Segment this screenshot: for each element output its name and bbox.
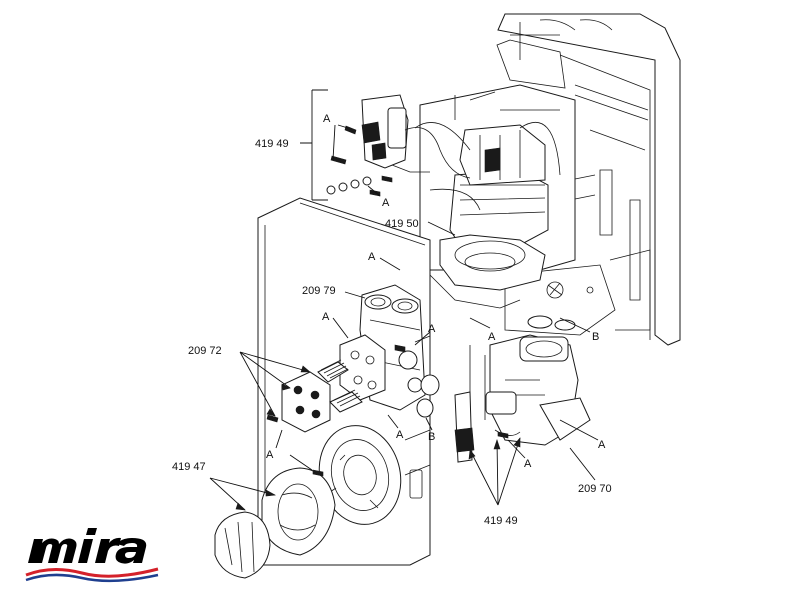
callout-a: A xyxy=(322,311,330,323)
mesh-filter-lower xyxy=(329,389,363,413)
callout-a: A xyxy=(488,331,496,343)
callout-419-49-top: 419 49 xyxy=(255,138,289,150)
callout-209-79: 209 79 xyxy=(302,285,336,297)
callout-a: A xyxy=(368,251,376,263)
callout-b: B xyxy=(592,331,599,343)
control-knob-assembly xyxy=(214,425,402,579)
callout-419-50: 419 50 xyxy=(385,218,419,230)
callout-a: A xyxy=(266,449,274,461)
callout-a: A xyxy=(428,323,436,335)
pump-motor xyxy=(414,122,561,309)
electrical-assembly xyxy=(326,94,471,197)
valve-body-assembly xyxy=(454,315,591,463)
callout-419-47: 419 47 xyxy=(172,461,206,473)
mira-logo xyxy=(25,528,159,583)
callout-a: A xyxy=(382,197,390,209)
callout-a: A xyxy=(396,429,404,441)
filter-plate-assembly xyxy=(266,334,386,433)
callout-419-49-bottom: 419 49 xyxy=(484,515,518,527)
callout-a: A xyxy=(323,113,331,125)
mesh-filter-upper xyxy=(317,359,349,383)
callout-a: A xyxy=(524,458,532,470)
callout-209-72: 209 72 xyxy=(188,345,222,357)
callout-209-70: 209 70 xyxy=(578,483,612,495)
callout-b: B xyxy=(428,431,435,443)
callout-a: A xyxy=(598,439,606,451)
leader-lines xyxy=(209,89,599,511)
callouts: 419 49 A A 419 50 A 209 79 A A A B 209 7… xyxy=(172,113,612,527)
